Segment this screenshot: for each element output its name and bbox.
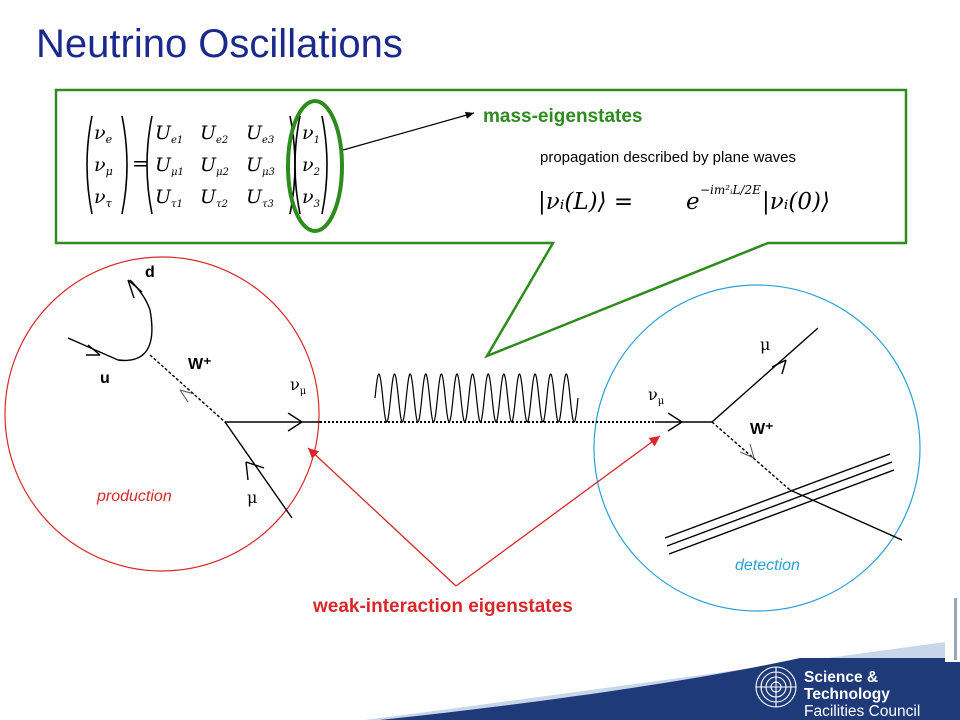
nu-e: νe [94, 122, 113, 146]
mass-eigenstates-label: mass-eigenstates [483, 106, 642, 127]
nucleon-line-2 [666, 461, 893, 547]
mu-label-detection: μ [760, 335, 770, 354]
u-mu2: Uμ2 [200, 154, 229, 178]
u-e3: Ue3 [246, 122, 274, 146]
mass-eigenstates-arrow [342, 111, 475, 151]
plane-wave-formula: |νᵢ(L)⟩ = e −im²ᵢL/2E |νᵢ(0)⟩ [538, 183, 830, 215]
slide-title: Neutrino Oscillations [36, 22, 403, 66]
footer-edge-line [954, 598, 957, 660]
w-boson-detection [711, 421, 791, 491]
plane-wave-lhs: |νᵢ(L)⟩ = [538, 189, 633, 215]
nu-mu: νμ [94, 154, 113, 178]
nu-3: ν3 [302, 186, 320, 210]
mu-label-production: μ [247, 488, 257, 507]
logo-line-2: Facilities Council [804, 703, 921, 720]
quark-line [67, 279, 153, 362]
production-feynman-diagram [67, 279, 320, 519]
nu-mu-label-detection: νμ [648, 385, 665, 407]
weak-arrow-right [455, 435, 661, 587]
hadron-line [789, 489, 903, 541]
u-e1: Ue1 [155, 122, 183, 146]
nu-1: ν1 [302, 122, 320, 146]
footer-band [380, 658, 960, 720]
propagation-text: propagation described by plane waves [540, 149, 796, 166]
quark-arrow-d [127, 279, 143, 299]
production-label: production [96, 488, 172, 505]
nucleon-line-3 [668, 469, 895, 555]
muon-arrow-production [245, 461, 265, 481]
muon-detection-line [711, 327, 819, 423]
weak-eigenstates-label: weak-interaction eigenstates [312, 596, 573, 617]
detection-label: detection [735, 557, 800, 574]
plane-wave-exp-base: e [686, 189, 700, 215]
oscillation-wave [374, 373, 579, 423]
detection-circle [593, 284, 921, 612]
w-label-detection: W⁺ [750, 421, 774, 438]
detection-feynman-diagram [655, 327, 903, 555]
nucleon-line-1 [664, 453, 891, 539]
mass-states-highlight [286, 99, 344, 233]
stfc-logo-icon [755, 666, 797, 708]
u-tau3: Uτ3 [246, 186, 274, 210]
muon-production-line [224, 421, 293, 519]
u-quark-label: u [100, 370, 110, 387]
weak-arrow-left [307, 447, 457, 587]
neutrino-arrow-production [287, 412, 304, 432]
plane-wave-exponent: −im²ᵢL/2E [700, 183, 761, 197]
w-label-production: W⁺ [188, 356, 212, 373]
u-e2: Ue2 [200, 122, 228, 146]
u-mu3: Uμ3 [246, 154, 275, 178]
u-tau1: Uτ1 [155, 186, 183, 210]
production-circle [4, 256, 320, 572]
callout-box [54, 88, 908, 359]
nu-mu-label-production: νμ [290, 375, 307, 397]
neutrino-arrow-detection [667, 412, 684, 432]
u-mu1: Uμ1 [155, 154, 184, 178]
plane-wave-rhs: |νᵢ(0)⟩ [762, 189, 830, 215]
quark-arrow-u [86, 344, 101, 356]
w-boson-production [149, 354, 226, 423]
muon-arrow-detection [771, 359, 787, 375]
stfc-logo-text: Science & Technology Facilities Council [804, 669, 960, 720]
d-quark-label: d [145, 264, 155, 281]
footer-edge [945, 598, 960, 662]
logo-line-1: Science & Technology [804, 669, 890, 703]
nu-tau: ντ [94, 186, 113, 210]
equals-sign: = [132, 151, 149, 175]
u-tau2: Uτ2 [200, 186, 228, 210]
nu-2: ν2 [302, 154, 320, 178]
